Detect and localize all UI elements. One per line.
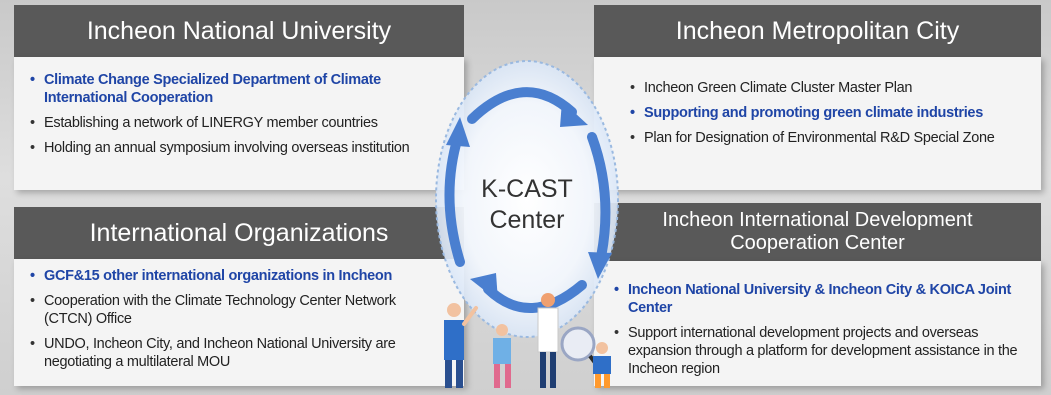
person-icon	[537, 293, 559, 388]
panel-inu: Climate Change Specialized Department of…	[14, 57, 464, 190]
panel-intl: GCF&15 other international organizations…	[14, 259, 464, 386]
arrowhead-right	[588, 252, 612, 279]
panel-city: Incheon Green Climate Cluster Master Pla…	[594, 57, 1041, 190]
arrow-top	[467, 87, 577, 124]
list-city: Incheon Green Climate Cluster Master Pla…	[628, 79, 1033, 154]
panel-header-inu: Incheon National University	[14, 5, 464, 57]
panel-title-intl: International Organizations	[89, 218, 389, 247]
list-item: Climate Change Specialized Department of…	[28, 71, 458, 107]
list-item: Cooperation with the Climate Technology …	[28, 292, 438, 328]
arrow-right	[587, 132, 611, 267]
list-item: Support international development projec…	[612, 324, 1032, 378]
list-item: Incheon Green Climate Cluster Master Pla…	[628, 79, 1033, 97]
panel-header-city: Incheon Metropolitan City	[594, 5, 1041, 57]
center-label-line2: Center	[489, 206, 565, 234]
list-item: Holding an annual symposium involving ov…	[28, 139, 458, 157]
people-illustration	[444, 293, 611, 388]
cycle-disc	[435, 60, 619, 338]
person-icon	[444, 303, 478, 388]
list-item: Supporting and promoting green climate i…	[628, 104, 1033, 122]
arrow-left	[444, 132, 465, 267]
panel-title-iidcc: Incheon International Development Cooper…	[662, 209, 973, 254]
panel-header-iidcc: Incheon International Development Cooper…	[594, 203, 1041, 261]
arrowhead-left	[446, 117, 470, 147]
list-item: Establishing a network of LINERGY member…	[28, 114, 458, 132]
person-icon	[593, 342, 611, 388]
list-iidcc: Incheon National University & Incheon Ci…	[612, 281, 1032, 385]
list-item: Plan for Designation of Environmental R&…	[628, 129, 1033, 147]
arrowhead-bottom	[470, 273, 498, 301]
list-item: GCF&15 other international organizations…	[28, 267, 438, 285]
center-label-line1: K-CAST	[481, 175, 573, 203]
kcast-cycle: K-CAST Center	[432, 57, 622, 341]
panel-iidcc: Incheon National University & Incheon Ci…	[594, 261, 1041, 386]
list-inu: Climate Change Specialized Department of…	[28, 71, 458, 164]
list-item: Incheon National University & Incheon Ci…	[612, 281, 1032, 317]
panel-header-intl: International Organizations	[14, 207, 464, 259]
panel-title-inu: Incheon National University	[86, 16, 392, 45]
list-item: UNDO, Incheon City, and Incheon National…	[28, 335, 438, 371]
panel-title-city: Incheon Metropolitan City	[675, 16, 960, 45]
cycle-graphic	[435, 60, 619, 338]
list-intl: GCF&15 other international organizations…	[28, 267, 438, 378]
arrowhead-top	[560, 101, 588, 127]
center-label: K-CAST Center	[432, 174, 622, 236]
person-icon	[493, 324, 511, 388]
